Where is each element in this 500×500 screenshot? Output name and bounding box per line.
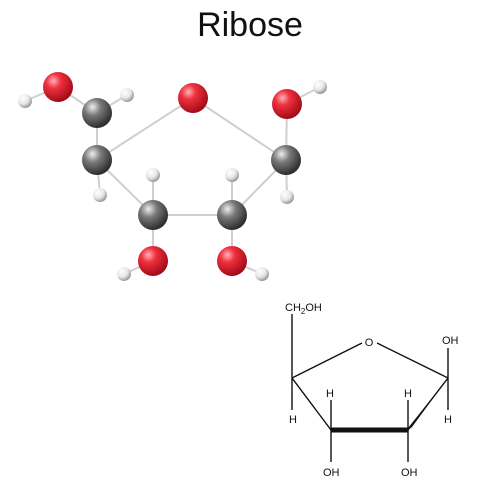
h-mid-left-label: H bbox=[326, 388, 334, 400]
hydrogen-atom bbox=[146, 168, 160, 182]
h-mid-right-label: H bbox=[404, 388, 412, 400]
hydrogen-atom bbox=[18, 94, 32, 108]
hydrogen-atom bbox=[117, 267, 131, 281]
carbon-atom bbox=[271, 145, 301, 175]
wedge-bond bbox=[404, 378, 448, 433]
hydrogen-atom bbox=[120, 88, 134, 102]
oxygen-atom bbox=[217, 246, 247, 276]
ring-bonds bbox=[291, 342, 449, 431]
ring-oxygen-label: O bbox=[365, 337, 374, 349]
hydrogen-atom bbox=[255, 267, 269, 281]
oh-bottom-left-label: OH bbox=[323, 467, 340, 479]
hydrogen-atom bbox=[280, 190, 294, 204]
h-right-label: H bbox=[444, 414, 452, 426]
oh-bottom-right-label: OH bbox=[401, 467, 418, 479]
oxygen-atom bbox=[272, 89, 302, 119]
carbon-atom bbox=[138, 200, 168, 230]
oh-right-label: OH bbox=[442, 335, 459, 347]
oxygen-atom bbox=[138, 246, 168, 276]
ch2oh-label: CH2OH bbox=[285, 302, 322, 316]
carbon-atom bbox=[82, 98, 112, 128]
bond bbox=[192, 97, 287, 161]
oxygen-atom bbox=[43, 72, 73, 102]
oxygen-atom bbox=[178, 83, 208, 113]
structural-formula: CH2OH O OH H H H H OH OH bbox=[285, 302, 459, 479]
bonds bbox=[24, 86, 321, 275]
substituent-bonds bbox=[291, 314, 449, 462]
hydrogen-atom bbox=[225, 168, 239, 182]
hydrogen-atom bbox=[313, 80, 327, 94]
carbon-atom bbox=[82, 145, 112, 175]
title: Ribose bbox=[197, 6, 303, 44]
bond bbox=[96, 97, 194, 161]
ball-and-stick-model bbox=[18, 72, 327, 281]
carbon-atom bbox=[217, 200, 247, 230]
hydrogen-atom bbox=[93, 188, 107, 202]
h-left-label: H bbox=[289, 414, 297, 426]
